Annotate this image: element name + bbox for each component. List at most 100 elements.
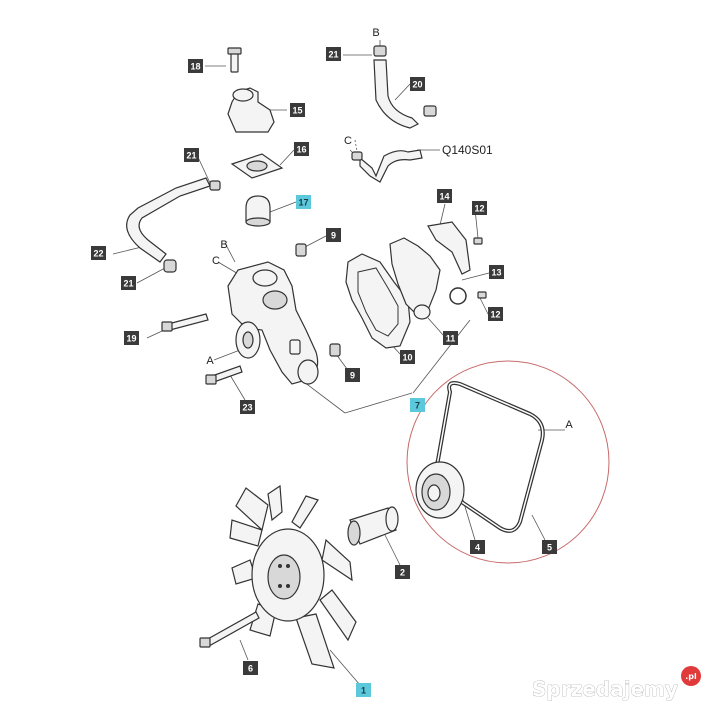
callout-box-bg (437, 189, 452, 203)
callout-box-bg (240, 400, 255, 414)
callout-box-bg (91, 246, 106, 260)
callout-box-bg (410, 77, 425, 91)
callout-box-bg (124, 331, 139, 345)
callout-label: 1 (361, 686, 366, 696)
callout-label: 21 (328, 50, 338, 60)
watermark: Sprzedajemy .pl (532, 666, 701, 701)
callout-box-bg (243, 661, 258, 675)
callout-c12b: 12 (488, 307, 503, 321)
callout-c12a: 12 (472, 201, 487, 215)
callout-label: 13 (491, 268, 501, 278)
watermark-badge (681, 666, 701, 686)
reference-code: Q140S01 (442, 143, 493, 157)
callout-box-bg (443, 331, 458, 345)
fan-spacer (347, 506, 399, 546)
callout-c21a: 21 (184, 148, 199, 162)
letter-a-belt: A (565, 419, 573, 431)
callout-label: 10 (402, 353, 412, 363)
bolts (161, 243, 341, 385)
callout-label: 6 (248, 664, 253, 674)
gasket (345, 253, 411, 349)
cover-plate (389, 221, 487, 320)
callout-label: 12 (474, 204, 484, 214)
letter-a-pump: A (206, 355, 214, 367)
callout-c20: 20 (410, 77, 425, 91)
callout-label: 22 (93, 249, 103, 259)
cooling-fan (199, 484, 357, 669)
callout-label: 7 (415, 401, 420, 411)
callout-c4: 4 (470, 540, 485, 554)
callout-c19: 19 (124, 331, 139, 345)
callout-label: 4 (475, 543, 480, 553)
callout-label: 16 (296, 145, 306, 155)
callout-box-bg (400, 350, 415, 364)
callout-label: 9 (331, 231, 336, 241)
callout-c11: 11 (443, 331, 458, 345)
callout-box-bg (395, 565, 410, 579)
watermark-suffix: .pl (685, 672, 697, 681)
callout-c5: 5 (542, 540, 557, 554)
callout-box-bg (326, 228, 341, 242)
callout-box-bg (345, 368, 360, 382)
callout-label: 15 (292, 106, 302, 116)
callout-label: 17 (298, 198, 308, 208)
callout-c9b: 9 (345, 368, 360, 382)
letter-c-hose: C (344, 135, 352, 147)
callout-c7: 7 (410, 398, 425, 412)
watermark-text: Sprzedajemy (532, 677, 678, 701)
callout-box-bg (188, 59, 203, 73)
callout-box-bg (489, 265, 504, 279)
callout-box-bg (470, 540, 485, 554)
callout-label: 20 (412, 80, 422, 90)
callout-label: 21 (123, 279, 133, 289)
callout-label: 19 (126, 334, 136, 344)
callout-c21b: 21 (121, 276, 136, 290)
callout-c6: 6 (243, 661, 258, 675)
callout-c16: 16 (294, 142, 309, 156)
letter-b-top: B (372, 27, 379, 39)
callout-label: 5 (547, 543, 552, 553)
thermostat-group (227, 47, 284, 227)
water-pump (227, 261, 319, 385)
callout-box-bg (356, 683, 371, 697)
leader-lines (112, 40, 565, 686)
callout-c17: 17 (296, 195, 311, 209)
letter-c-pump: C (212, 255, 220, 267)
callout-box-bg (326, 47, 341, 61)
callout-box-bg (542, 540, 557, 554)
callout-c18: 18 (188, 59, 203, 73)
callout-label: 2 (400, 568, 405, 578)
belt-detail-view (406, 360, 610, 564)
callout-c23: 23 (240, 400, 255, 414)
callout-c22: 22 (91, 246, 106, 260)
callout-label: 14 (439, 192, 449, 202)
callout-c21c: 21 (326, 47, 341, 61)
callout-box-bg (488, 307, 503, 321)
hose-left (126, 177, 221, 273)
callout-c10: 10 (400, 350, 415, 364)
callout-c13: 13 (489, 265, 504, 279)
callout-box-bg (290, 103, 305, 117)
callout-c2: 2 (395, 565, 410, 579)
callout-label: 23 (242, 403, 252, 413)
hose-top-right (373, 45, 437, 129)
callout-label: 9 (350, 371, 355, 381)
callout-c14: 14 (437, 189, 452, 203)
bypass-hose (351, 149, 423, 183)
reference-letters: B C B C A A Q140S01 (206, 27, 573, 431)
letter-b-pump: B (220, 239, 227, 251)
callout-box-bg (296, 195, 311, 209)
callout-label: 11 (446, 334, 456, 344)
callout-label: 21 (186, 151, 196, 161)
callout-box-bg (184, 148, 199, 162)
callout-c15: 15 (290, 103, 305, 117)
callout-label: 18 (190, 62, 200, 72)
callout-box-bg (410, 398, 425, 412)
callout-box-bg (294, 142, 309, 156)
callout-c9a: 9 (326, 228, 341, 242)
callout-box-bg (121, 276, 136, 290)
callout-label: 12 (490, 310, 500, 320)
callout-box-bg (472, 201, 487, 215)
